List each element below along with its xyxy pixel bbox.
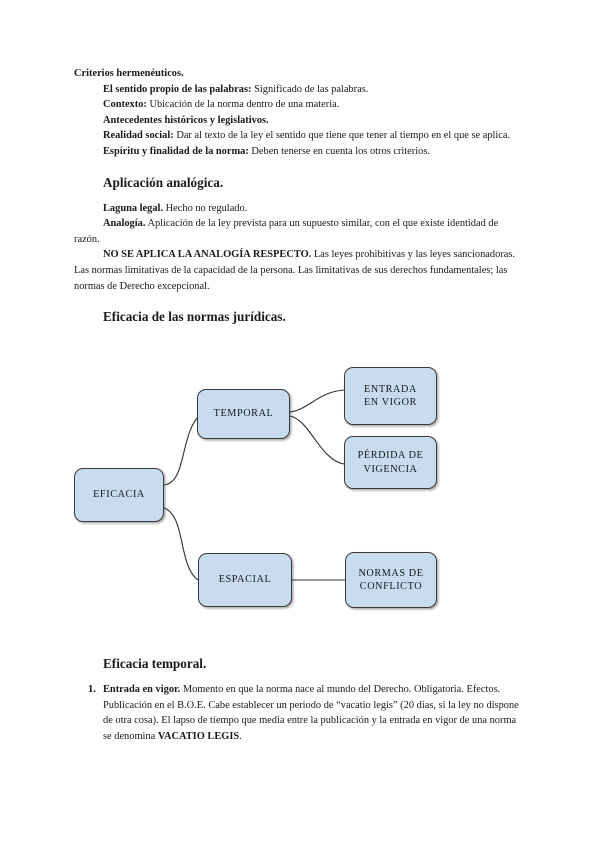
diagram-node-perdida-line2: VIGENCIA [363, 463, 418, 475]
item-laguna-legal: Laguna legal. Hecho no regulado. [74, 201, 526, 217]
heading-eficacia-normas-juridicas: Eficacia de las normas jurídicas. [103, 309, 286, 325]
diagram-node-perdida-vigencia: PÉRDIDA DE VIGENCIA [344, 436, 437, 489]
item-no-se-aplica-term: NO SE APLICA LA ANALOGÍA RESPECTO. [103, 249, 312, 261]
item-antecedentes-term: Antecedentes históricos y legislativos. [103, 114, 269, 126]
item-contexto-term: Contexto: [103, 99, 147, 111]
item-analogia: Analogía. Aplicación de la ley prevista … [74, 216, 526, 247]
item-antecedentes: Antecedentes históricos y legislativos. [74, 113, 526, 129]
item-espiritu-finalidad: Espíritu y finalidad de la norma: Deben … [74, 144, 526, 160]
edge-eficacia-espacial [163, 507, 199, 581]
diagram-node-conflicto-line1: NORMAS DE [358, 567, 424, 579]
spacer [74, 191, 526, 201]
item-no-se-aplica-text: Las leyes prohibitivas y las leyes sanci… [74, 249, 515, 292]
edge-eficacia-temporal [163, 417, 198, 486]
spacer [74, 294, 526, 308]
diagram-node-entrada-en-vigor: ENTRADA EN VIGOR [344, 367, 437, 425]
diagram-node-normas-conflicto: NORMAS DE CONFLICTO [345, 552, 437, 608]
diagram-node-espacial: ESPACIAL [198, 553, 292, 607]
diagram-node-eficacia: EFICACIA [74, 468, 164, 522]
item-analogia-term: Analogía. [103, 218, 146, 230]
list-item-marker: 1. [88, 684, 96, 695]
diagram-node-conflicto-line2: CONFLICTO [359, 581, 423, 592]
item-contexto-text: Ubicación de la norma dentro de una mate… [146, 99, 340, 111]
list-item-entrada-term: Entrada en vigor. [103, 684, 181, 695]
list-item-entrada-en-vigor: 1. Entrada en vigor. Momento en que la n… [74, 682, 526, 744]
heading-eficacia-temporal: Eficacia temporal. [103, 656, 207, 671]
spacer [74, 160, 526, 174]
diagram-node-temporal-label: TEMPORAL [213, 408, 274, 420]
list-item-entrada-paragraph-2: Publicación en el B.O.E. Cabe establecer… [103, 698, 526, 745]
item-sentido-propio: El sentido propio de las palabras: Signi… [74, 82, 526, 98]
item-laguna-legal-text: Hecho no regulado. [163, 202, 248, 214]
item-sentido-propio-text: Significado de las palabras. [251, 83, 369, 95]
item-realidad-social: Realidad social: Dar al texto de la ley … [74, 128, 526, 144]
list-item-entrada-paragraph-1: Entrada en vigor. Momento en que la norm… [103, 682, 526, 698]
list-item-entrada-p2-pre: Publicación en el B.O.E. Cabe establecer… [103, 699, 519, 742]
item-sentido-propio-term: El sentido propio de las palabras: [103, 83, 252, 95]
list-item-entrada-p2-bold: VACATIO LEGIS [157, 730, 240, 742]
diagram-node-temporal: TEMPORAL [197, 389, 290, 439]
item-espiritu-finalidad-term: Espíritu y finalidad de la norma: [103, 145, 249, 157]
item-espiritu-finalidad-text: Deben tenerse en cuenta los otros criter… [248, 145, 430, 157]
list-item-entrada-p2-post: . [239, 730, 242, 742]
list-item-entrada-text: Momento en que la norma nace al mundo de… [180, 684, 501, 695]
edge-temporal-perdida [289, 415, 345, 465]
spacer [74, 672, 526, 682]
diagram-node-espacial-label: ESPACIAL [218, 574, 272, 586]
document-body: Criterios hermenéuticos. El sentido prop… [74, 66, 526, 325]
item-realidad-social-term: Realidad social: [103, 130, 174, 142]
diagram-node-entrada-line2: EN VIGOR [363, 397, 417, 408]
diagram-node-eficacia-label: EFICACIA [93, 489, 145, 501]
item-analogia-text: Aplicación de la ley prevista para un su… [74, 218, 499, 245]
edge-temporal-entrada [289, 389, 345, 413]
diagram-node-entrada-line1: ENTRADA [364, 383, 417, 395]
heading-criterios-hermeneuticos-text: Criterios hermenéuticos. [74, 68, 184, 79]
heading-aplicacion-analogica: Aplicación analógica. [103, 174, 224, 190]
item-contexto: Contexto: Ubicación de la norma dentro d… [74, 97, 526, 113]
item-realidad-social-text: Dar al texto de la ley el sentido que ti… [173, 130, 511, 142]
diagram-node-perdida-line1: PÉRDIDA DE [357, 450, 424, 461]
heading-criterios-hermeneuticos: Criterios hermenéuticos. [74, 66, 526, 82]
item-laguna-legal-term: Laguna legal. [103, 202, 164, 214]
item-no-se-aplica: NO SE APLICA LA ANALOGÍA RESPECTO. Las l… [74, 247, 526, 294]
document-body-lower: Eficacia temporal. 1. Entrada en vigor. … [74, 655, 526, 744]
